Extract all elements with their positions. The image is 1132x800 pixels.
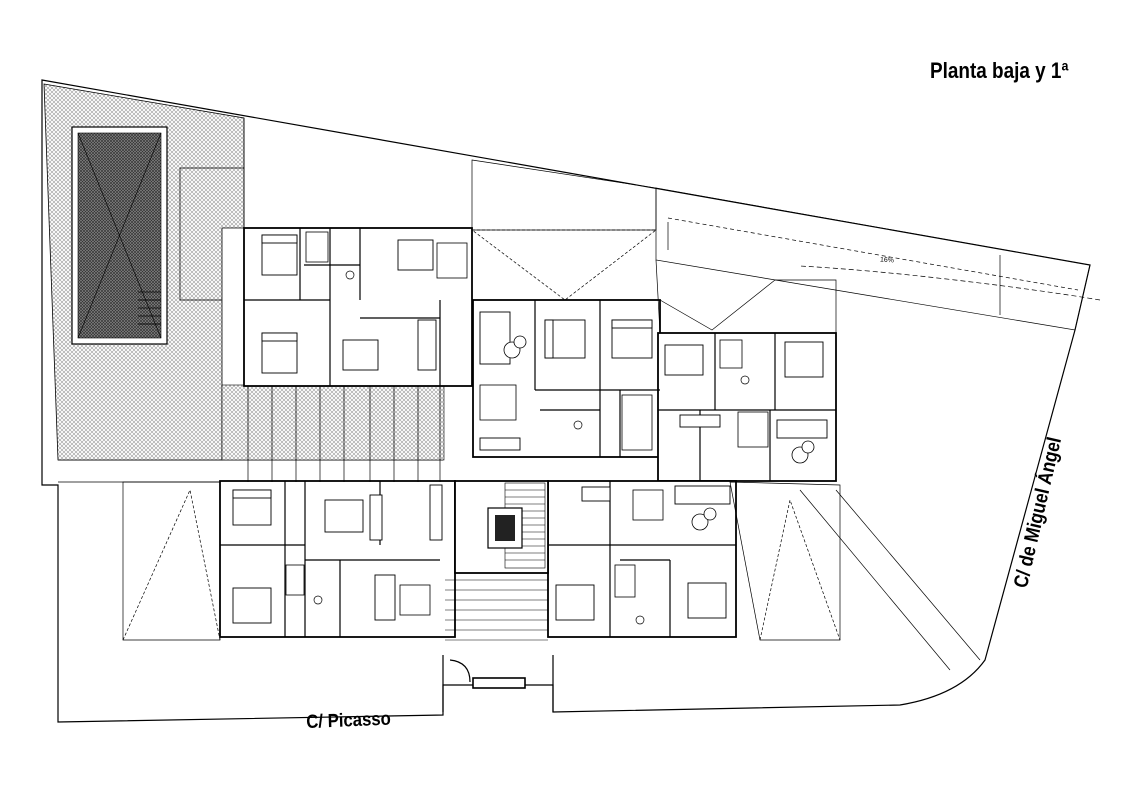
entrance (442, 655, 554, 712)
bed-icon (232, 234, 824, 624)
pergola (247, 386, 441, 482)
sofa-icon (374, 239, 828, 621)
ramp-slope-label: 16% (879, 256, 895, 265)
dining-table-icon (399, 242, 815, 616)
street-label-picasso: C/ Picasso (306, 708, 392, 733)
elevator-icon (487, 507, 523, 549)
stair-icon (445, 482, 548, 641)
toilet-icon (313, 270, 750, 625)
pool-icon (71, 126, 168, 345)
interior-walls (220, 228, 836, 637)
kitchen-counter-icon (369, 319, 721, 541)
bathtub-icon (285, 231, 743, 598)
ramp-area (122, 118, 1101, 671)
page-title: Planta baja y 1ª (930, 58, 1069, 83)
